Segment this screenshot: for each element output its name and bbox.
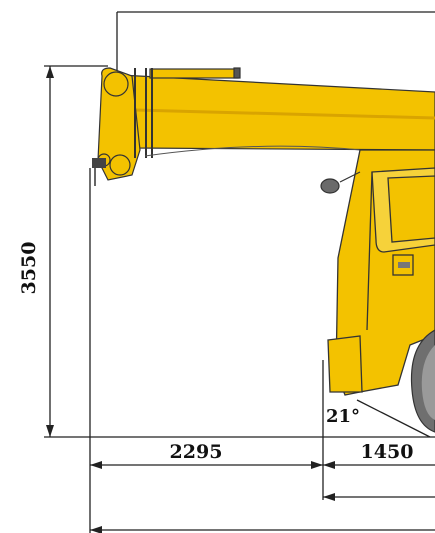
dimension-arrowheads: [46, 66, 335, 533]
height-dimension-label: 3550: [18, 242, 40, 295]
cab-to-axle-label: 1450: [361, 441, 414, 463]
front-tire: [410, 329, 435, 433]
side-mirror: [320, 171, 361, 194]
crane-boom: [92, 67, 435, 186]
front-overhang-label: 2295: [170, 441, 223, 463]
approach-angle-label: 21°: [326, 406, 360, 427]
truck-cab: [327, 149, 435, 396]
dimension-lines: [44, 11, 435, 533]
